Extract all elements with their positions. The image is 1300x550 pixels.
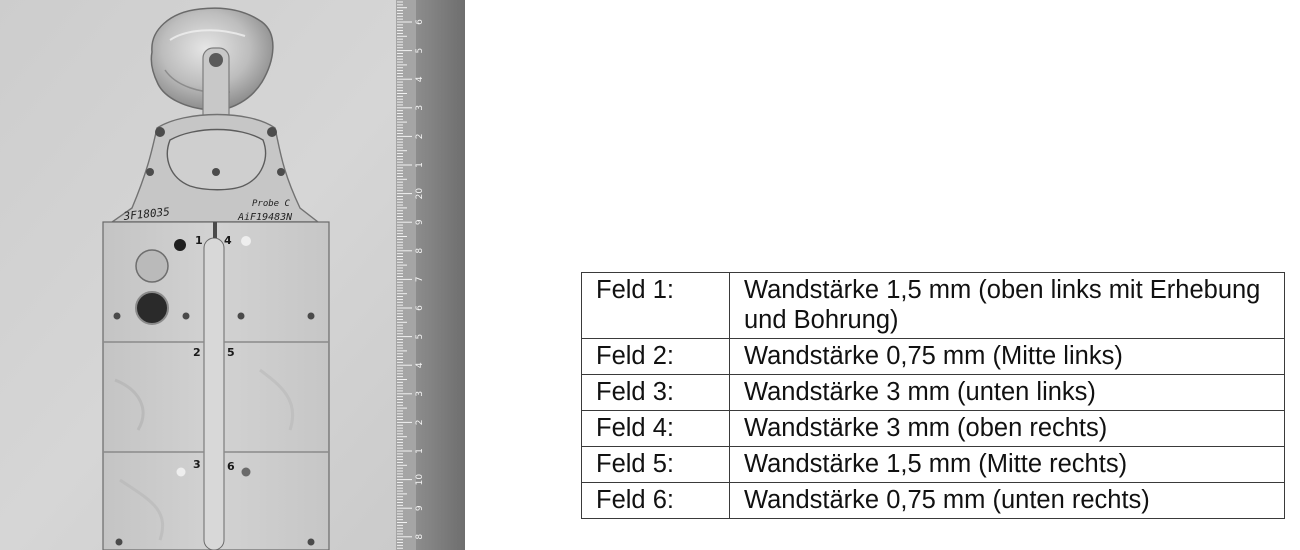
mark-right-line2: AiF19483N xyxy=(237,212,293,223)
description-cell: Wandstärke 1,5 mm (Mitte rechts) xyxy=(729,446,1285,483)
field-number-6: 6 xyxy=(227,460,235,473)
ruler-label: 9 xyxy=(415,219,425,225)
ruler-label: 1 xyxy=(415,162,425,168)
ruler-label: 3 xyxy=(415,105,425,111)
mark-right-line1: Probe C xyxy=(252,199,291,209)
ruler-label: 1 xyxy=(415,448,425,454)
field-number-1: 1 xyxy=(195,234,203,247)
ruler: 6 5 4 3 2 1 20 9 8 7 6 5 4 3 2 1 10 9 8 xyxy=(396,0,465,550)
feld-cell: Feld 2: xyxy=(581,338,730,375)
tab-stem xyxy=(202,47,230,125)
field-number-4: 4 xyxy=(224,234,232,247)
ruler-label: 5 xyxy=(415,334,425,340)
feld-cell: Feld 3: xyxy=(581,374,730,411)
specimen-marks: 3F18035 Probe C AiF19483N xyxy=(122,199,293,223)
ruler-label: 2 xyxy=(415,134,425,140)
field-numbers: 1 4 2 5 3 6 xyxy=(193,234,235,473)
ruler-label: 4 xyxy=(415,76,425,82)
handle-frame xyxy=(109,113,321,223)
test-plate xyxy=(102,221,330,550)
table-row: Feld 2: Wandstärke 0,75 mm (Mitte links) xyxy=(581,338,1285,375)
feld-cell: Feld 1: xyxy=(581,272,730,339)
ruler-label: 6 xyxy=(415,305,425,311)
mark-left-code: 3F18035 xyxy=(122,205,170,223)
ruler-label: 3 xyxy=(415,391,425,397)
ruler-label: 7 xyxy=(415,277,425,283)
ruler-label: 5 xyxy=(415,48,425,54)
ruler-label: 6 xyxy=(415,19,425,25)
table-row: Feld 1: Wandstärke 1,5 mm (oben links mi… xyxy=(581,272,1285,339)
table-row: Feld 4: Wandstärke 3 mm (oben rechts) xyxy=(581,410,1285,447)
ruler-label: 2 xyxy=(415,420,425,426)
feld-cell: Feld 5: xyxy=(581,446,730,483)
field-number-5: 5 xyxy=(227,346,235,359)
specimen-photo: 6 5 4 3 2 1 20 9 8 7 6 5 4 3 2 1 10 9 8 3F18035 Probe C Ai… xyxy=(0,0,465,550)
table-row: Feld 3: Wandstärke 3 mm (unten links) xyxy=(581,374,1285,411)
ruler-label: 20 xyxy=(415,188,425,200)
feld-cell: Feld 6: xyxy=(581,482,730,519)
feld-cell: Feld 4: xyxy=(581,410,730,447)
field-number-3: 3 xyxy=(193,458,201,471)
table-row: Feld 5: Wandstärke 1,5 mm (Mitte rechts) xyxy=(581,446,1285,483)
description-cell: Wandstärke 3 mm (oben rechts) xyxy=(729,410,1285,447)
field-number-2: 2 xyxy=(193,346,201,359)
ruler-label: 8 xyxy=(415,248,425,254)
ruler-label: 10 xyxy=(415,474,425,486)
description-cell: Wandstärke 3 mm (unten links) xyxy=(729,374,1285,411)
description-cell: Wandstärke 0,75 mm (unten rechts) xyxy=(729,482,1285,519)
ruler-label: 4 xyxy=(415,362,425,368)
ruler-label: 8 xyxy=(415,534,425,540)
description-cell: Wandstärke 1,5 mm (oben links mit Erhebu… xyxy=(729,272,1285,339)
table-row: Feld 6: Wandstärke 0,75 mm (unten rechts… xyxy=(581,482,1285,519)
ruler-label: 9 xyxy=(415,505,425,511)
wall-thickness-table: Feld 1: Wandstärke 1,5 mm (oben links mi… xyxy=(581,272,1285,519)
description-cell: Wandstärke 0,75 mm (Mitte links) xyxy=(729,338,1285,375)
